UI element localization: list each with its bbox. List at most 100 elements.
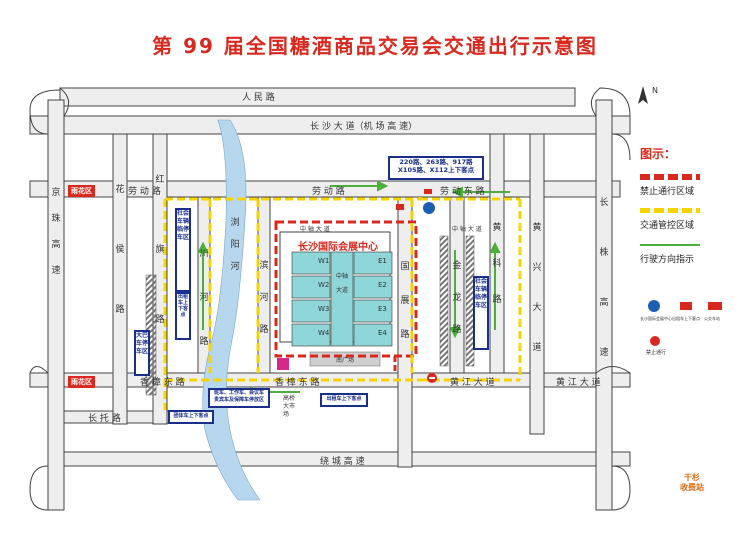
- bus-icon: [396, 204, 404, 210]
- map-title: 第 99 届全国糖酒商品交易会交通出行示意图: [152, 34, 598, 58]
- label-xiangzhang-c: 香 樟 东 路: [275, 378, 320, 388]
- north-arrow-icon: [638, 86, 648, 104]
- parking-stripe-e1: [439, 235, 449, 367]
- hall-e4-label: E4: [378, 329, 387, 337]
- road-changsha: [29, 115, 631, 135]
- legend-bus-text: 公交车站: [704, 316, 720, 321]
- group-drop-box: 团体车上下客点: [168, 410, 214, 424]
- parking-west-box: 社会车辆临停车区: [175, 208, 191, 292]
- road-huangxing: [529, 133, 545, 435]
- road-renmin: [59, 87, 576, 107]
- road-changzhu: [595, 99, 613, 511]
- coach-park-box: 大巴车停车区: [134, 330, 150, 376]
- label-laodong-c: 劳 动 路: [312, 187, 345, 197]
- legend: 图示： 禁止通行区域 交通管控区域 行驶方向指示: [640, 145, 740, 274]
- hall-e1-label: E1: [378, 257, 387, 265]
- parking-west-text: 社会车辆临停车区: [177, 210, 190, 241]
- taxi-icon: [424, 189, 432, 194]
- group-drop-text: 团体车上下客点: [173, 413, 209, 419]
- hall-e2: [353, 275, 393, 299]
- label-gaoqiao: 高桥大市场: [283, 395, 296, 418]
- hall-w2: [291, 275, 331, 299]
- taxi-west-text: 出租车上下客点: [177, 294, 188, 318]
- north-label: N: [652, 86, 658, 95]
- label-chuanhe: 川河路: [199, 249, 209, 347]
- direction-arrows: [197, 180, 510, 398]
- label-jingzhu: 京珠高速: [51, 188, 61, 276]
- label-laodong-e: 劳 动 东 路: [440, 187, 485, 197]
- legend-bus-icon: [708, 302, 722, 310]
- toll-text: 干杉 收费站: [680, 473, 704, 492]
- legend-control-swatch: [640, 208, 700, 213]
- label-huangxing: 黄兴大道: [532, 223, 542, 353]
- toll-station: 干杉 收费站: [680, 473, 704, 493]
- legend-taxi-icon: [680, 302, 692, 310]
- label-huangjiang-1: 黄 江 大 道: [450, 378, 495, 388]
- label-huanke: 黄科路: [492, 223, 502, 305]
- legend-direction: 行驶方向指示: [640, 240, 740, 274]
- legend-control-text: 交通管控区域: [640, 221, 695, 231]
- central-corridor: [330, 251, 354, 347]
- road-huahou: [112, 133, 128, 425]
- control-zone: [163, 197, 522, 410]
- label-guozhan: 国展路: [400, 262, 410, 340]
- legend-title: 图示：: [640, 147, 677, 161]
- taxi-center-box: 出租车上下客点: [320, 393, 368, 407]
- label-laodong-w: 劳 动 路: [128, 187, 161, 197]
- label-xiangzhang-w: 香 樟 东 路: [140, 378, 185, 388]
- hall-w4-label: W4: [318, 329, 330, 337]
- coach-vip-text: 班车、工作车、会议车 贵宾车及保障车停放区: [213, 390, 264, 403]
- label-huangjiang-2: 黄 江 大 道: [556, 378, 601, 388]
- label-liuyang: 浏阳河: [230, 218, 240, 272]
- label-zhongzhou2: 中 轴 大 道: [452, 226, 482, 233]
- parking-east-box: 社会车辆临停车区: [473, 276, 489, 350]
- hall-w1: [291, 251, 331, 275]
- legend-direction-text: 行驶方向指示: [640, 255, 695, 265]
- legend-no-entry-icon: [650, 336, 660, 346]
- hall-e1: [353, 251, 393, 275]
- label-changsha: 长 沙 大 道（机 场 高 速）: [310, 122, 418, 132]
- legend-venue-icon: [648, 300, 660, 312]
- label-changzhu: 长株高速: [599, 198, 609, 358]
- bus-routes-text: 220路、263路、917路 X105路、X112上下客点: [397, 158, 475, 174]
- venue-logo-icon: [420, 202, 438, 214]
- hall-w1-label: W1: [318, 257, 330, 265]
- bus-routes-box: 220路、263路、917路 X105路、X112上下客点: [388, 156, 484, 180]
- tag-yuhua-w: 雨花区: [68, 185, 95, 197]
- hall-e4: [353, 323, 393, 347]
- label-zhongzhou1: 中 轴 大 道: [300, 226, 330, 233]
- hall-w2-label: W2: [318, 281, 330, 289]
- label-hongqi: 红旗路: [155, 175, 165, 325]
- taxi-west-box: 出租车上下客点: [175, 292, 191, 340]
- hall-w4: [291, 323, 331, 347]
- label-binhe: 滨河路: [259, 261, 269, 335]
- tag-yuhua-sw: 雨花区: [68, 376, 95, 388]
- road-huanke: [489, 133, 505, 374]
- label-huahou: 花侯路: [115, 185, 125, 315]
- label-renmin: 人 民 路: [242, 93, 275, 103]
- legend-no-entry-text: 禁止通行: [646, 350, 667, 356]
- label-jinlong: 金龙路: [452, 261, 462, 335]
- south-square-label: 南广场: [336, 357, 355, 364]
- label-zhongzhou3: 中轴大道: [336, 273, 349, 294]
- hall-e2-label: E2: [378, 281, 387, 289]
- legend-prohibited: 禁止通行区域: [640, 172, 740, 206]
- hall-w3: [291, 299, 331, 323]
- hall-w3-label: W3: [318, 305, 330, 313]
- hall-e3: [353, 299, 393, 323]
- legend-prohibited-text: 禁止通行区域: [640, 187, 695, 197]
- legend-prohibited-swatch: [640, 174, 700, 180]
- legend-taxi-text: 出租车上下客点: [672, 316, 700, 321]
- legend-control: 交通管控区域: [640, 206, 740, 240]
- legend-venue-text: 长沙国际会展中心: [640, 316, 672, 321]
- label-raocheng: 绕 城 高 速: [320, 457, 365, 467]
- coach-vip-box: 班车、工作车、会议车 贵宾车及保障车停放区: [208, 388, 270, 408]
- legend-direction-swatch: [640, 244, 700, 246]
- road-jingzhu: [47, 99, 65, 511]
- parking-east-text: 社会车辆临停车区: [475, 278, 488, 309]
- road-xiangzhang: [29, 372, 631, 388]
- venue-name: 长沙国际会展中心: [298, 242, 378, 253]
- taxi-center-text: 出租车上下客点: [326, 396, 362, 402]
- label-changtuo: 长 托 路: [88, 414, 121, 424]
